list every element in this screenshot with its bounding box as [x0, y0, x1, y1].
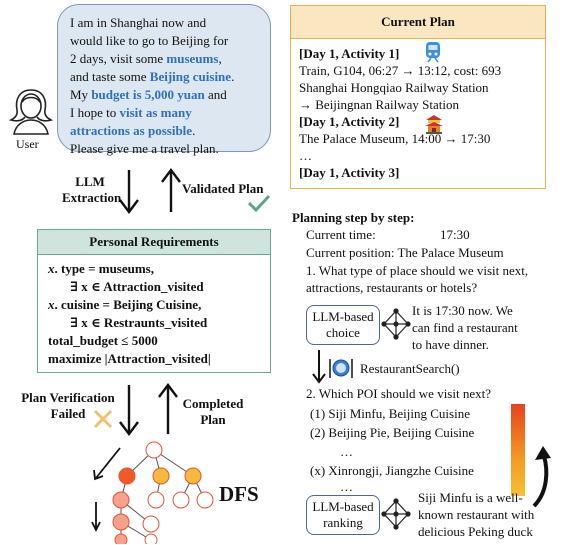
- user-icon: [8, 89, 54, 135]
- bubble-line: My budget is 5,000 yuan and: [70, 87, 227, 102]
- tree-node: [147, 491, 165, 509]
- poi-option: (2) Beijing Pie, Beijing Cuisine: [310, 425, 475, 440]
- dfs-tree: [91, 441, 214, 544]
- plan-train-line: Train, G104, 06:27 → 13:12, cost: 693: [299, 63, 502, 78]
- neural-network-icon: [381, 308, 411, 340]
- highlight-visit: visit as many: [119, 105, 192, 120]
- poi-option: (1) Siji Minfu, Beijing Cuisine: [310, 406, 470, 421]
- req-restaurant-exists: ∃ x ∈ Restraunts_visited: [70, 315, 208, 330]
- highlight-cuisine: Beijing cuisine: [149, 69, 232, 84]
- req-type: x. type = museums,: [48, 261, 154, 276]
- highlight-attractions: attractions as possible: [70, 123, 193, 138]
- check-icon: [247, 194, 271, 213]
- highlight-budget: budget is 5,000 yuan: [91, 87, 205, 102]
- current-time-value: 17:30: [440, 227, 470, 242]
- poi-option: (x) Xinrongji, Jiangzhe Cuisine: [310, 463, 474, 478]
- req-cuisine: x. cuisine = Beijing Cuisine,: [48, 297, 202, 312]
- tree-node: [172, 491, 190, 509]
- current-plan-title: Current Plan: [291, 6, 545, 39]
- tree-node: [114, 533, 128, 544]
- question-1: 1. What type of place should we visit ne…: [306, 263, 529, 295]
- current-position: Current position: The Palace Museum: [306, 245, 504, 260]
- bubble-line: attractions as possible.: [70, 123, 196, 138]
- plan-day1-activity3: [Day 1, Activity 3]: [299, 165, 400, 180]
- curved-up-arrow: [532, 446, 551, 508]
- req-maximize: maximize |Attraction_visited|: [48, 351, 211, 366]
- bubble-line: 2 days, visit some museums,: [70, 51, 222, 66]
- dfs-label: DFS: [219, 482, 259, 506]
- plan-train-origin: Shanghai Hongqiao Railway Station: [299, 80, 489, 95]
- restaurant-search-action: RestaurantSearch(): [360, 361, 460, 376]
- requirements-title: Personal Requirements: [38, 230, 270, 255]
- plan-day1-activity2: [Day 1, Activity 2]: [299, 114, 400, 129]
- down-arrow: [312, 350, 326, 384]
- temple-icon: [425, 115, 443, 134]
- user-label: User: [16, 137, 39, 151]
- tree-node: [152, 467, 170, 485]
- bubble-line: I hope to visit as many: [70, 105, 192, 120]
- bubble-line: I am in Shanghai now and: [70, 15, 207, 30]
- tree-node: [144, 533, 158, 544]
- tree-node: [112, 491, 130, 509]
- personal-requirements-panel: Personal Requirements x. type = museums,…: [37, 229, 271, 373]
- req-attraction-exists: ∃ x ∈ Attraction_visited: [70, 279, 204, 294]
- bubble-line: Please give me a travel plan.: [70, 141, 219, 156]
- flow-arrows-top: [119, 168, 181, 436]
- highlight-museums: museums: [166, 51, 219, 66]
- plan-museum-line: The Palace Museum, 14:00 → 17:30: [299, 131, 491, 146]
- user-request-bubble: I am in Shanghai now and would like to g…: [57, 4, 271, 156]
- current-plan-panel: Current Plan [Day 1, Activity 1] Train, …: [290, 5, 546, 189]
- tree-node: [118, 467, 136, 485]
- tree-node: [145, 441, 163, 459]
- cross-icon: [93, 409, 113, 429]
- bubble-line: and taste some Beijing cuisine.: [70, 69, 235, 84]
- restaurant-icon: [329, 359, 353, 378]
- bubble-line: would like to go to Beijing for: [70, 33, 229, 48]
- current-time-label: Current time:: [306, 227, 376, 242]
- ranking-reasoning: Siji Minfu is a well-known restaurant wi…: [418, 490, 535, 539]
- planning-title: Planning step by step:: [292, 210, 415, 225]
- tree-node: [196, 491, 214, 509]
- req-budget: total_budget ≤ 5000: [48, 333, 158, 348]
- plan-ellipsis: …: [299, 148, 312, 163]
- tree-node: [112, 513, 130, 531]
- poi-ellipsis: …: [340, 479, 353, 494]
- poi-ellipsis: …: [340, 444, 353, 459]
- poi-list: (1) Siji Minfu, Beijing Cuisine (2) Beij…: [310, 404, 474, 494]
- tree-node: [184, 467, 202, 485]
- train-icon: [426, 42, 440, 63]
- plan-day1-activity1: [Day 1, Activity 1]: [299, 46, 400, 61]
- plan-train-destination: → Beijingnan Railway Station: [299, 97, 459, 112]
- validated-plan-label: Validated Plan: [182, 181, 264, 196]
- tree-node: [142, 515, 160, 533]
- neural-network-icon: [381, 498, 411, 530]
- question-2: 2. Which POI should we visit next?: [306, 386, 491, 401]
- ranking-gradient-bar: [511, 404, 525, 496]
